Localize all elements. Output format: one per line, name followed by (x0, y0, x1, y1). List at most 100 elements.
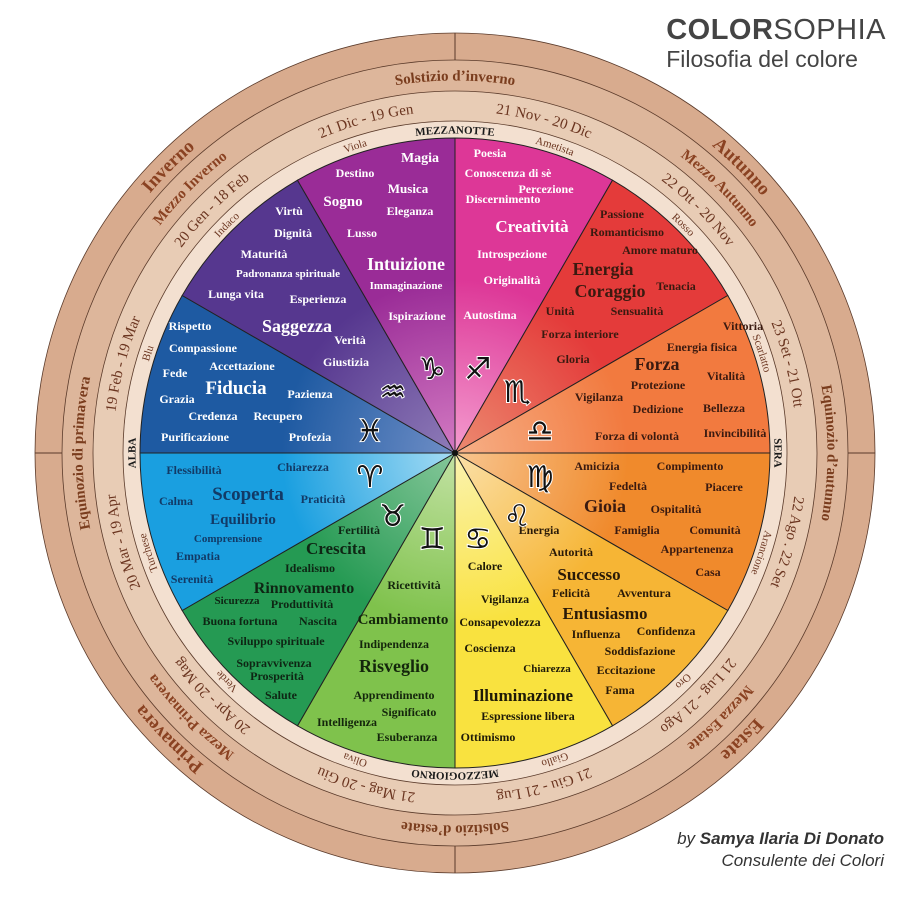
key-concept: Coraggio (575, 281, 646, 301)
segment-ametista (454, 137, 614, 455)
segment-verde (181, 451, 457, 727)
concept-word: Comunità (689, 523, 740, 537)
concept-word: Esuberanza (377, 730, 438, 744)
brand-name: COLORSOPHIA (666, 14, 886, 46)
zodiac-icon: ♌︎ (504, 499, 531, 534)
concept-word: Romanticismo (590, 225, 664, 239)
concept-word: Vittoria (723, 319, 763, 333)
zodiac-icon: ♉︎ (379, 499, 406, 534)
concept-word: Protezione (631, 378, 686, 392)
concept-word: Recupero (253, 409, 302, 423)
concept-word: Idealismo (285, 561, 335, 575)
concept-word: Accettazione (209, 359, 275, 373)
concept-word: Originalità (484, 273, 541, 287)
key-concept: Gioia (584, 496, 626, 516)
concept-word: Poesia (474, 146, 507, 160)
concept-word: Purificazione (161, 430, 230, 444)
concept-word: Introspezione (477, 247, 547, 261)
brand-name-light: SOPHIA (773, 14, 886, 46)
concept-word: Vitalità (707, 369, 745, 383)
concept-word: Maturità (241, 247, 288, 261)
zodiac-icon: ♋︎ (464, 522, 491, 557)
key-concept: Entusiasmo (562, 604, 647, 623)
credit-role: Consulente dei Colori (721, 851, 884, 870)
color-name-text: Blu (140, 343, 156, 362)
segment-turchese (139, 452, 457, 612)
concept-word: Salute (265, 688, 298, 702)
concept-word: Piacere (705, 480, 743, 494)
concept-word: Chiarezza (523, 663, 571, 675)
author-credit: by Samya Ilaria Di Donato Consulente dei… (677, 828, 884, 872)
concept-word: Giustizia (323, 355, 369, 369)
segment-oliva (296, 451, 456, 769)
time-of-day-left-text: ALBA (126, 437, 138, 468)
concept-word: Autostima (463, 308, 516, 322)
concept-word: Praticità (301, 492, 346, 506)
key-concept: Forza (635, 354, 680, 374)
key-concept: Intuizione (367, 254, 445, 274)
concept-word: Lunga vita (208, 287, 264, 301)
concept-word: Eleganza (387, 204, 434, 218)
key-concept: Crescita (306, 539, 367, 558)
concept-word: Famiglia (614, 523, 659, 537)
concept-word: Percezione (518, 182, 574, 196)
key-concept: Sogno (323, 194, 362, 210)
concept-word: Conoscenza di sè (465, 166, 552, 180)
concept-word: Virtù (275, 204, 303, 218)
concept-word: Significato (382, 705, 437, 719)
concept-word: Flessibilità (166, 463, 221, 477)
concept-word: Indipendenza (359, 637, 429, 651)
concept-word: Sopravvivenza (236, 656, 311, 670)
concept-word: Rispetto (169, 319, 212, 333)
concept-word: Fedeltà (609, 479, 647, 493)
zodiac-icon: ♍︎ (527, 460, 554, 495)
brand-logo: COLORSOPHIA Filosofia del colore (666, 14, 886, 72)
concept-word: Autorità (549, 545, 593, 559)
concept-word: Energia (519, 523, 560, 537)
concept-word: Chiarezza (277, 460, 329, 474)
key-concept: Saggezza (262, 316, 332, 336)
key-concept: Rinnovamento (254, 580, 354, 597)
concept-word: Passione (600, 207, 645, 221)
concept-word: Compimento (657, 459, 724, 473)
concept-word: Amore maturo (622, 243, 698, 257)
cardinal-point-right-text: Equinozio d’autunno (817, 384, 839, 523)
cardinal-point-bottom: Solstizio d’estate (400, 818, 510, 838)
concept-word: Ispirazione (388, 309, 446, 323)
zodiac-icon: ♊︎ (419, 522, 446, 557)
concept-word: Prosperità (250, 669, 304, 683)
concept-word: Casa (695, 565, 720, 579)
concept-word: Compassione (169, 341, 238, 355)
color-name: Blu (140, 343, 156, 362)
zodiac-icon: ♐︎ (464, 352, 491, 387)
concept-word: Fede (163, 366, 188, 380)
concept-word: Bellezza (703, 401, 745, 415)
time-of-day-bottom: MEZZOGIORNO (410, 767, 499, 782)
concept-word: Influenza (572, 627, 621, 641)
concept-word: Profezia (289, 430, 331, 444)
concept-word: Magia (401, 151, 439, 166)
time-of-day-top-text: MEZZANOTTE (415, 124, 496, 138)
concept-word: Pazienza (287, 387, 332, 401)
concept-word: Discernimento (466, 192, 541, 206)
key-concept: Fiducia (205, 378, 267, 399)
concept-word: Energia fisica (667, 340, 737, 354)
concept-word: Verità (334, 333, 366, 347)
cardinal-point-right: Equinozio d’autunno (817, 384, 839, 523)
segment-oro (453, 451, 729, 727)
zodiac-symbols: ♐︎♏︎♎︎♍︎♌︎♋︎♊︎♉︎♈︎♓︎♒︎♑︎ (356, 351, 555, 558)
zodiac-icon: ♏︎ (504, 375, 531, 410)
concept-word: Produttività (271, 597, 333, 611)
key-concept: Scoperta (212, 484, 284, 505)
concept-word: Ottimismo (461, 730, 516, 744)
concept-word: Grazia (159, 392, 194, 406)
key-concept: Equilibrio (210, 512, 276, 528)
concept-word: Appartenenza (661, 542, 734, 556)
concept-word: Coscienza (464, 641, 515, 655)
zodiac-icon: ♒︎ (379, 375, 406, 410)
concept-word: Apprendimento (353, 688, 434, 702)
concept-word: Consapevolezza (459, 615, 540, 629)
zodiac-icon: ♑︎ (419, 352, 446, 387)
concept-word: Serenità (171, 572, 213, 586)
